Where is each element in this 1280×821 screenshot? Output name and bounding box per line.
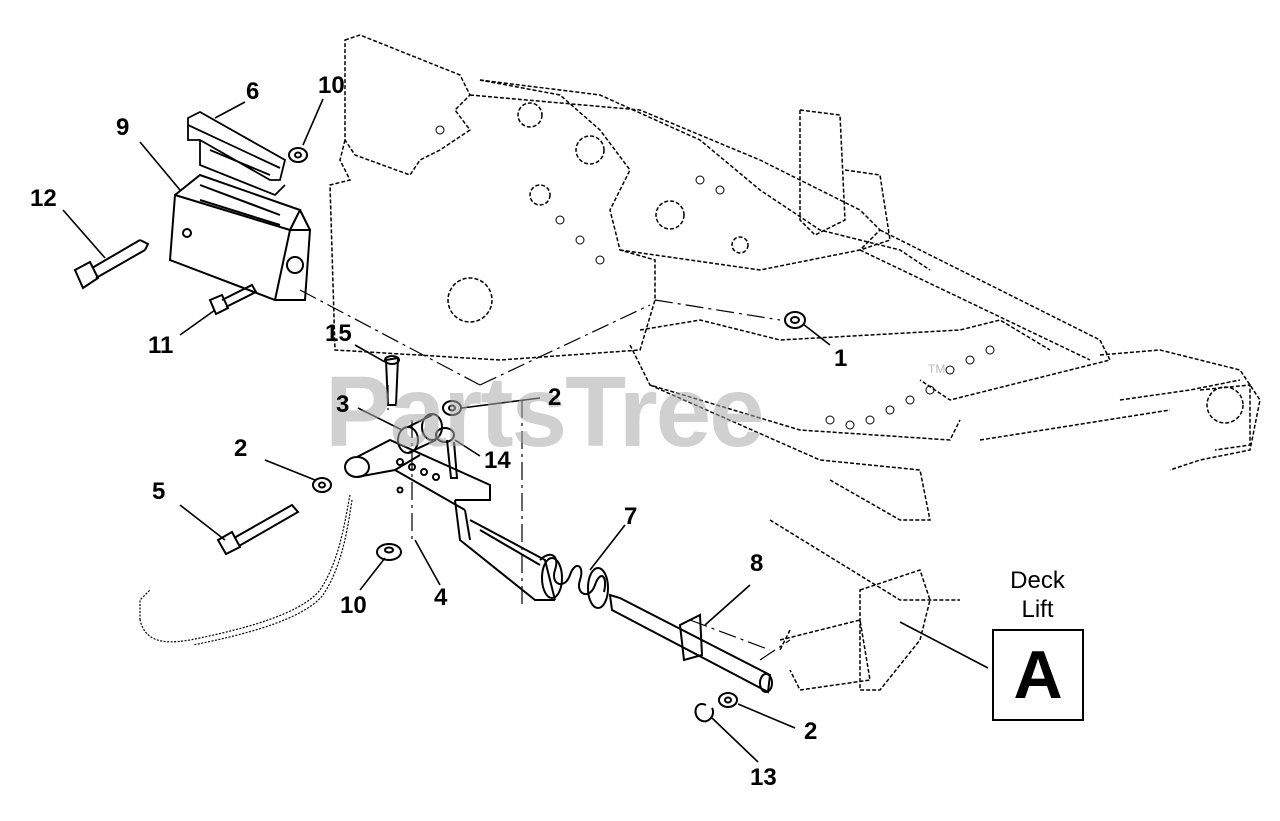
part-15-pin: [384, 355, 400, 406]
leader-lines: [62, 98, 989, 763]
rail-holes: [435, 125, 995, 430]
callout-10: 10: [318, 72, 345, 99]
watermark-trademark: TM: [928, 362, 946, 376]
watermark: PartsTree: [325, 356, 765, 468]
part-14-pin: [435, 427, 459, 479]
callout-13: 13: [750, 764, 777, 791]
reference-label-line2: Lift: [1021, 596, 1054, 623]
part-5-bolt: [216, 503, 300, 556]
wire-harness: [139, 494, 353, 646]
part-4-lift-arm: [344, 438, 556, 601]
callout-12: 12: [30, 185, 57, 212]
callout-2: 2: [804, 718, 818, 745]
callout-1: 1: [834, 345, 848, 372]
reference-label-line1: Deck: [1010, 567, 1065, 594]
callout-8: 8: [750, 550, 764, 577]
part-10-washers: [288, 147, 402, 561]
callout-10: 10: [340, 592, 367, 619]
reference-label: Deck Lift: [1000, 566, 1075, 624]
part-9-pivot-bracket: [168, 173, 312, 301]
assembly-lines: [299, 289, 791, 661]
reference-box[interactable]: A: [992, 629, 1084, 721]
callout-2: 2: [234, 435, 248, 462]
part-8-lift-rod: [608, 593, 773, 694]
part-6-plate: [187, 110, 287, 197]
part-12-bolt: [73, 239, 150, 290]
callout-15: 15: [325, 320, 352, 347]
callout-6: 6: [246, 78, 260, 105]
part-13-clip: [694, 703, 714, 723]
callout-4: 4: [434, 584, 448, 611]
callout-14: 14: [484, 447, 511, 474]
part-1-nut: [784, 311, 806, 329]
callout-7: 7: [624, 503, 638, 530]
part-11-bolt: [208, 283, 258, 316]
callout-5: 5: [152, 478, 166, 505]
frame-assembly: [329, 34, 1261, 691]
callout-11: 11: [148, 332, 174, 359]
callout-3: 3: [336, 391, 350, 418]
callout-2: 2: [548, 384, 562, 411]
reference-letter: A: [1013, 637, 1063, 713]
part-2-washers: [312, 400, 738, 708]
part-3-bushing: [397, 413, 443, 454]
callout-9: 9: [116, 114, 130, 141]
part-7-spring: [539, 553, 609, 609]
